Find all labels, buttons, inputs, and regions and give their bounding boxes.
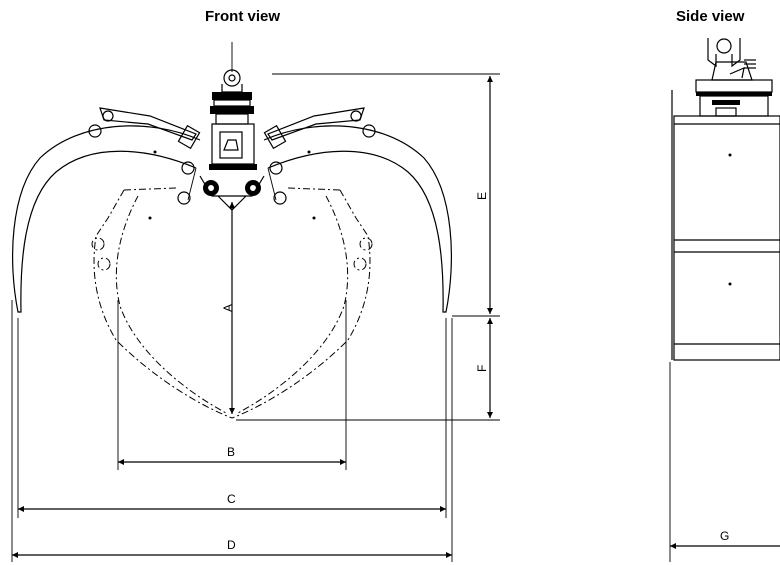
- dimension-label-c: C: [227, 492, 236, 506]
- rotator-link: [209, 69, 257, 170]
- side-body: [673, 115, 780, 361]
- dimension-d: D: [11, 300, 453, 562]
- dimension-f: F: [236, 318, 500, 421]
- front-view-title: Front view: [205, 8, 281, 25]
- dimension-label-a: A: [221, 304, 235, 312]
- dimension-label-b: B: [227, 445, 235, 459]
- dimension-c: C: [17, 318, 447, 518]
- side-view-title: Side view: [676, 8, 745, 25]
- closed-grapple-arms: [91, 187, 373, 419]
- dimension-e: E: [272, 73, 500, 317]
- dimension-label-g: G: [720, 529, 729, 543]
- dimension-label-d: D: [227, 538, 236, 552]
- dimension-b: B: [117, 300, 347, 470]
- dimension-a: A: [221, 202, 235, 414]
- dimension-label-f: F: [475, 365, 489, 372]
- side-view-drawing: G: [669, 38, 780, 562]
- side-rotator: [695, 38, 773, 117]
- open-grapple-arms: [12, 107, 452, 313]
- front-view-drawing: A B C D E: [11, 42, 500, 562]
- dimension-g: G: [669, 362, 780, 562]
- dimension-label-e: E: [475, 192, 489, 200]
